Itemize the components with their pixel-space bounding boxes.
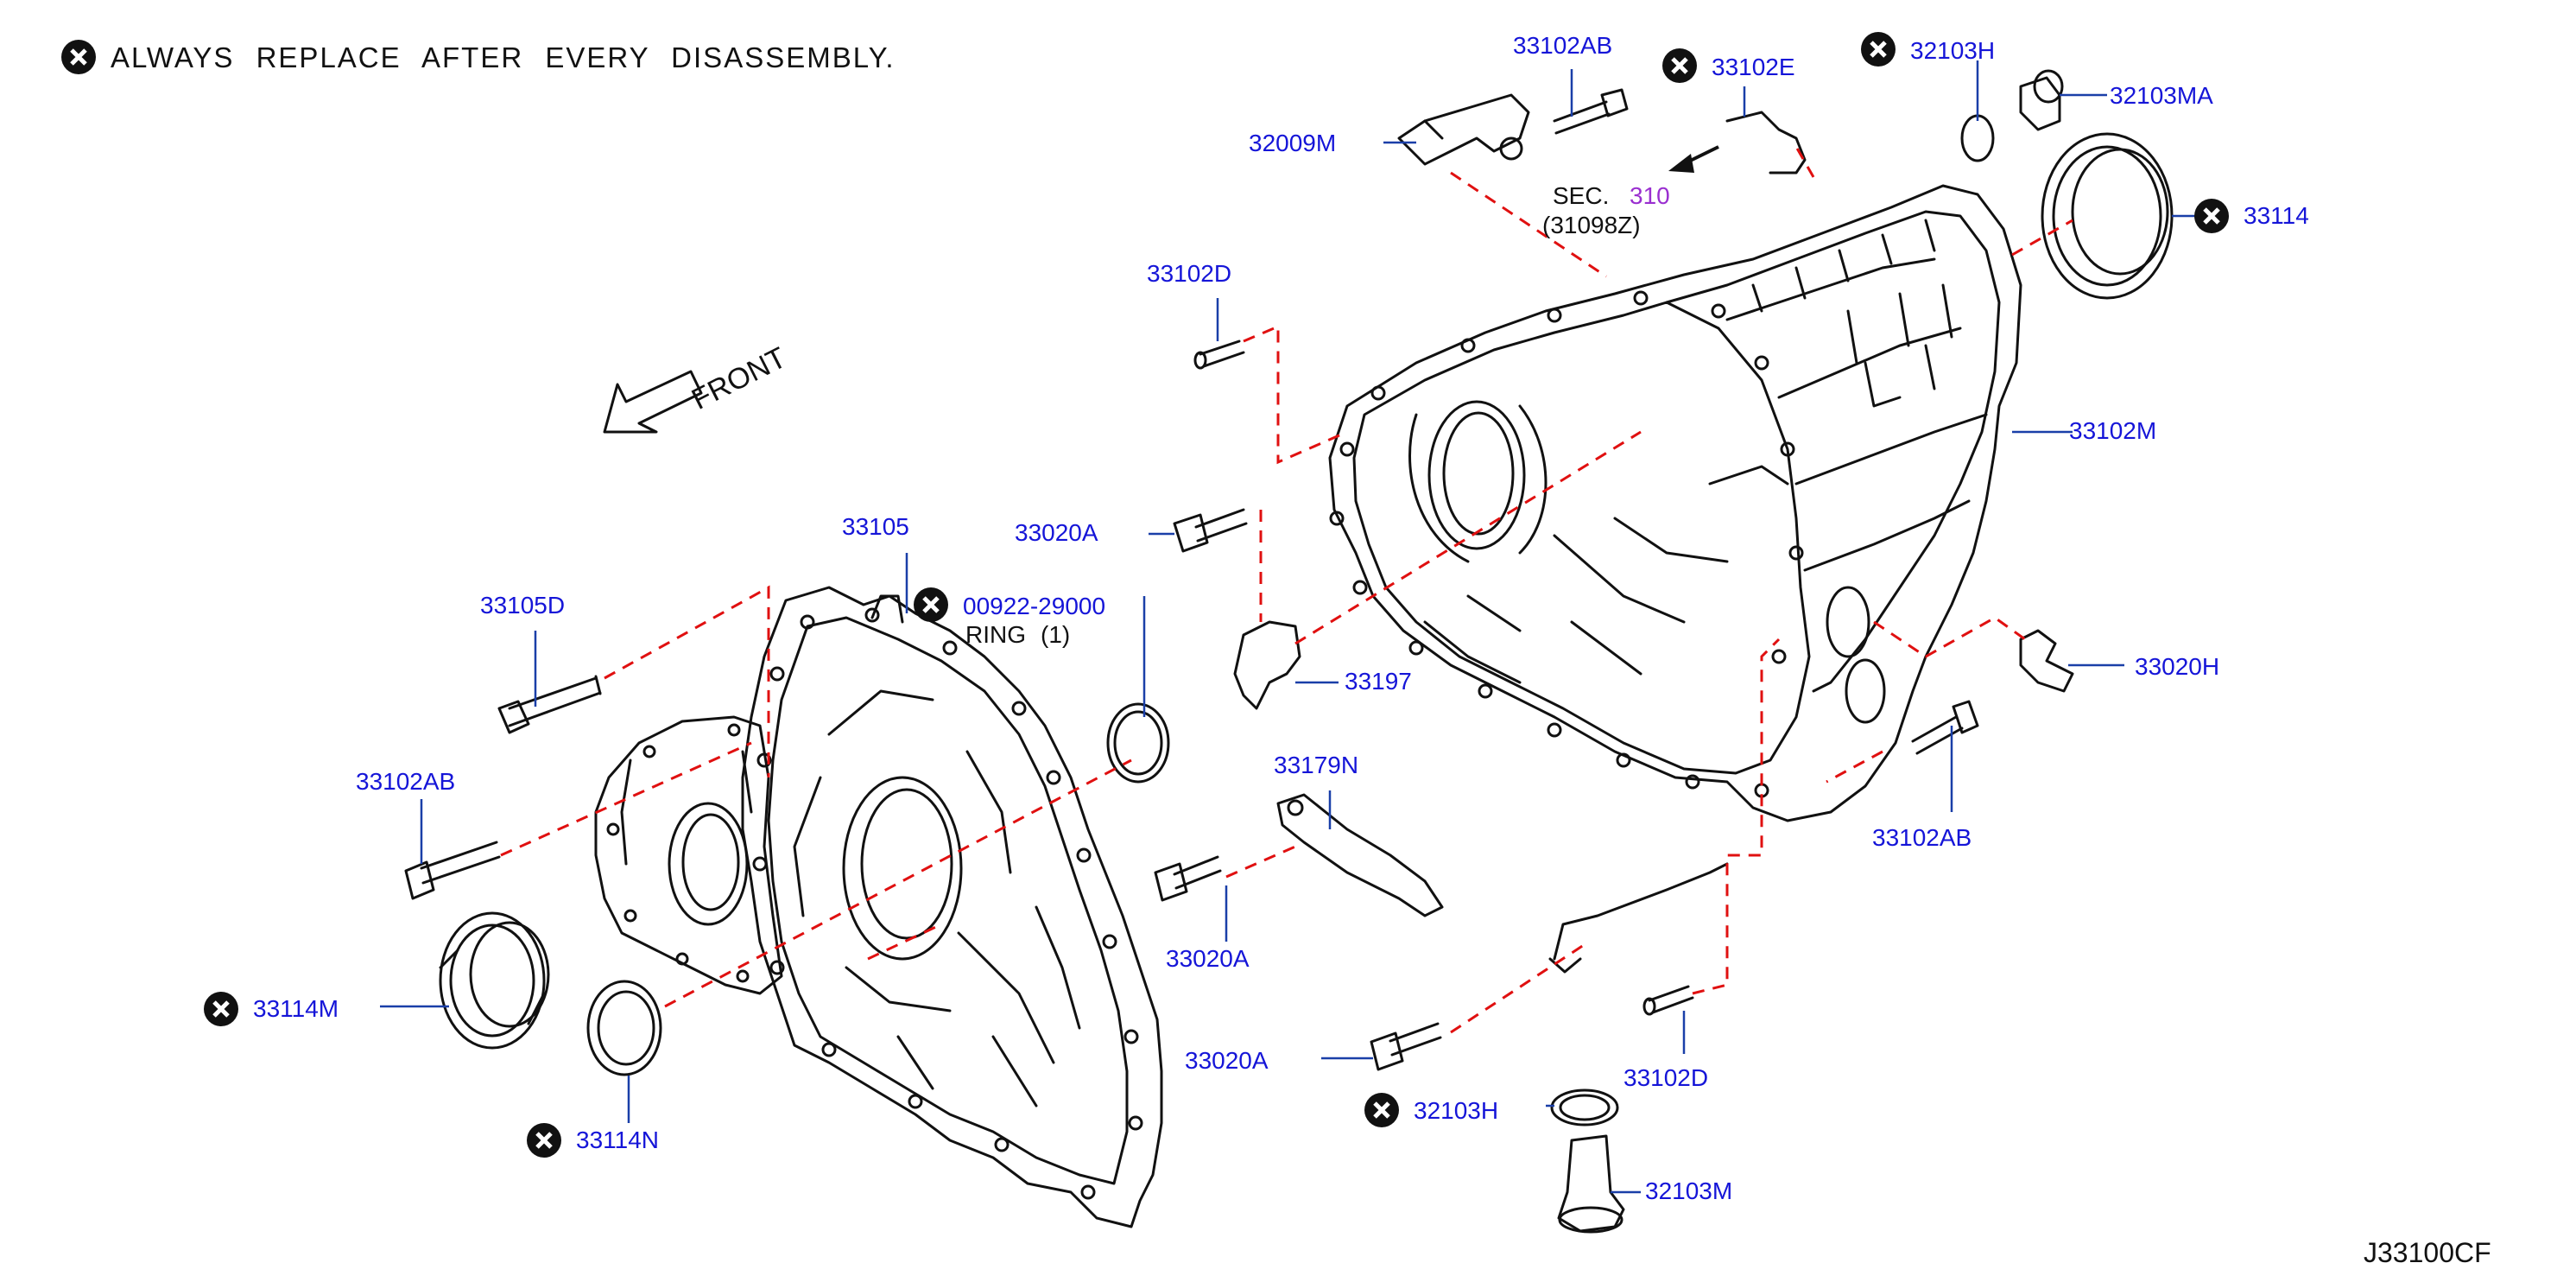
label-32103H-top: 32103H: [1910, 37, 1996, 64]
section-sub: (31098Z): [1542, 212, 1641, 238]
seal-33114M: [439, 911, 546, 1050]
extension-housing-outline: [1328, 184, 2022, 822]
label-33197: 33197: [1345, 668, 1412, 695]
replace-x-icon: [61, 40, 96, 74]
bolt-33105D: [508, 675, 602, 727]
housing-flange-inner: [1352, 301, 1811, 775]
replace-x-icon: [1364, 1093, 1399, 1127]
label-33179N: 33179N: [1274, 752, 1359, 778]
replace-x-icon: [204, 992, 238, 1026]
replace-x-icon: [527, 1123, 561, 1158]
seal-33114N: [586, 980, 662, 1076]
sensor-33102E: [1725, 111, 1807, 175]
replace-x-icon: [1662, 48, 1697, 83]
label-33020A-bot: 33020A: [1185, 1047, 1269, 1074]
rear-cover-outline: [594, 715, 783, 995]
clip-33020H: [2019, 629, 2074, 693]
label-33102AB-top: 33102AB: [1513, 32, 1613, 59]
label-33020A-mid: 33020A: [1166, 945, 1250, 972]
section-prefix: SEC.: [1553, 182, 1610, 209]
label-33102M: 33102M: [2069, 417, 2157, 444]
housing-bore: [1427, 400, 1526, 550]
label-33102D-top: 33102D: [1147, 260, 1232, 287]
replace-note: ALWAYS REPLACE AFTER EVERY DISASSEMBLY.: [111, 41, 896, 73]
label-33102E: 33102E: [1712, 54, 1795, 80]
label-33114N: 33114N: [576, 1127, 660, 1153]
label-33102D-bot: 33102D: [1623, 1064, 1709, 1091]
plug-32103MA: [2019, 76, 2061, 131]
label-33020H: 33020H: [2135, 653, 2220, 680]
label-00922-29000: 00922-29000: [963, 593, 1106, 619]
label-32103M: 32103M: [1645, 1177, 1733, 1204]
label-33020A-top: 33020A: [1015, 519, 1098, 546]
label-33114: 33114: [2244, 202, 2309, 229]
label-33105D: 33105D: [480, 592, 566, 619]
replace-x-icon: [914, 587, 948, 622]
label-33102AB-right: 33102AB: [1872, 824, 1972, 851]
adapter-case-outline: [741, 586, 1163, 1228]
label-33105: 33105: [842, 513, 909, 540]
label-33102AB-left: 33102AB: [356, 768, 456, 795]
ring-qty: (1): [1041, 621, 1071, 648]
bracket-33179N: [1276, 793, 1444, 917]
diagram-code: J33100CF: [2364, 1237, 2491, 1268]
breather-tube: [1553, 862, 1729, 961]
ring-text: RING: [965, 621, 1026, 648]
baffle-33197: [1233, 620, 1301, 710]
plug-32103M: [1557, 1134, 1625, 1233]
replace-x-icon: [1861, 32, 1896, 67]
replace-x-icon: [2194, 199, 2229, 233]
adapter-main-bore: [842, 776, 963, 961]
section-number: 310: [1630, 182, 1670, 209]
label-33114M: 33114M: [253, 995, 339, 1022]
label-32103MA: 32103MA: [2110, 82, 2213, 109]
front-arrow-icon: [603, 370, 703, 434]
o-ring: [1106, 702, 1170, 784]
label-32009M: 32009M: [1249, 130, 1337, 156]
seal-33114: [2041, 132, 2174, 300]
label-32103H-bot: 32103H: [1414, 1097, 1499, 1124]
bracket-32009M: [1397, 93, 1530, 166]
